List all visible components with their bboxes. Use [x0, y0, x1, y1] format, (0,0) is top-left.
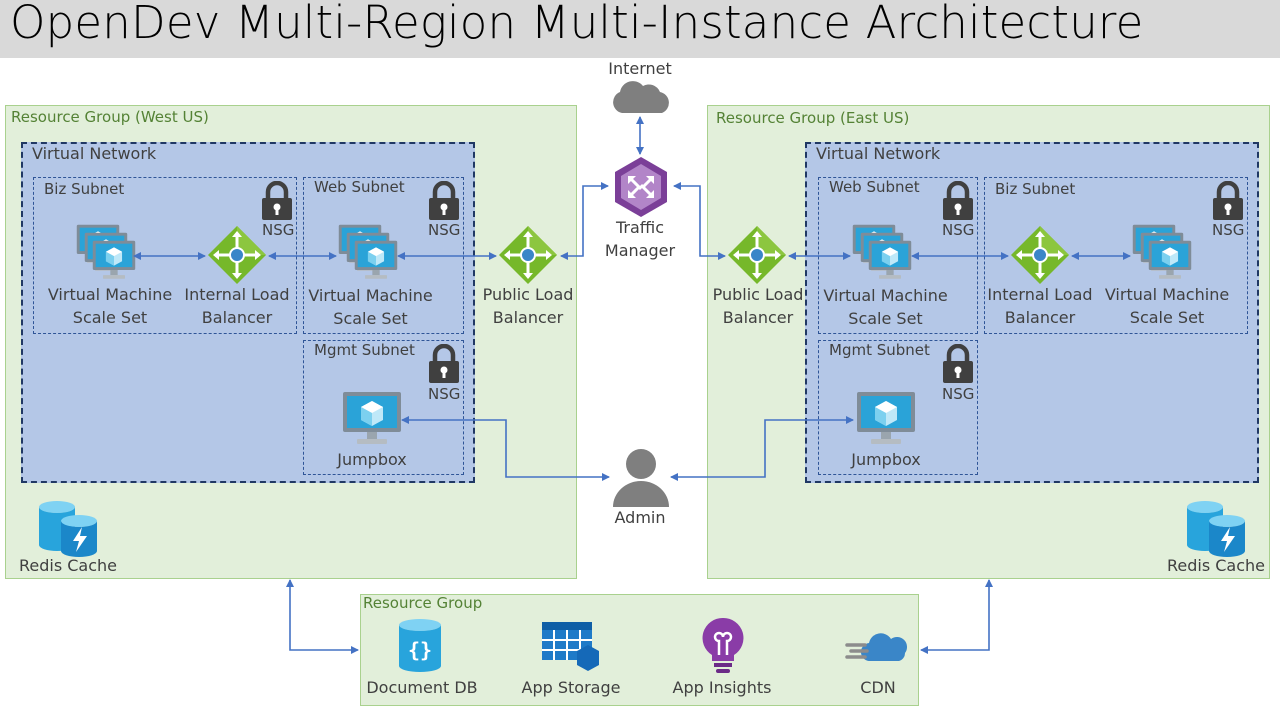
document-db-icon: {} [398, 618, 442, 674]
internal-load-balancer-icon [207, 225, 267, 285]
jumpbox-icon [342, 391, 402, 447]
cdn-icon [845, 631, 907, 663]
mgmt-subnet-west [303, 340, 464, 475]
arrow-west-shared [286, 579, 359, 654]
jumpbox-west-label: Jumpbox [337, 450, 407, 469]
admin-label: Admin [614, 508, 666, 527]
nsg-lock-icon [427, 344, 461, 384]
nsg-lock-icon [941, 181, 975, 221]
nsg-label: NSG [428, 385, 461, 403]
web-subnet-west-label: Web Subnet [314, 178, 405, 196]
biz-subnet-east-label: Biz Subnet [995, 180, 1076, 198]
resource-group-shared [360, 594, 919, 706]
resource-group-shared-label: Resource Group [363, 594, 483, 612]
traffic-manager-icon [610, 156, 672, 218]
biz-subnet-west-label: Biz Subnet [44, 180, 125, 198]
vm-scale-set-icon [338, 224, 402, 284]
mgmt-subnet-west-label: Mgmt Subnet [314, 341, 415, 359]
nsg-lock-icon [260, 181, 294, 221]
redis-cache-icon [1185, 499, 1247, 557]
title-bar [0, 0, 1280, 58]
nsg-lock-icon [1211, 181, 1245, 221]
nsg-lock-icon [427, 181, 461, 221]
nsg-label: NSG [942, 385, 975, 403]
page-title: OpenDev Multi-Region Multi-Instance Arch… [10, 0, 1144, 49]
vm-scale-set-icon [852, 224, 916, 284]
nsg-label: NSG [262, 221, 295, 239]
internet-label: Internet [608, 59, 672, 78]
public-load-balancer-icon [498, 225, 558, 285]
web-subnet-east-label: Web Subnet [829, 178, 920, 196]
nsg-label: NSG [428, 221, 461, 239]
app-insights-icon [702, 617, 744, 675]
virtual-network-east-label: Virtual Network [816, 144, 941, 163]
vm-scale-set-icon [1132, 224, 1196, 284]
svg-text:{}: {} [408, 638, 432, 662]
jumpbox-east-label: Jumpbox [851, 450, 921, 469]
resource-group-east-label: Resource Group (East US) [716, 109, 910, 127]
jumpbox-icon [856, 391, 916, 447]
app-storage-label: App Storage [521, 678, 621, 697]
resource-group-west-label: Resource Group (West US) [11, 108, 209, 126]
app-insights-label: App Insights [672, 678, 772, 697]
cloud-icon [610, 80, 672, 114]
redis-west-label: Redis Cache [18, 556, 118, 575]
nsg-label: NSG [1212, 221, 1245, 239]
document-db-label: Document DB [366, 678, 478, 697]
nsg-label: NSG [942, 221, 975, 239]
public-load-balancer-icon [727, 225, 787, 285]
app-storage-icon [541, 621, 603, 675]
nsg-lock-icon [941, 344, 975, 384]
admin-user-icon [611, 447, 671, 507]
cdn-label: CDN [860, 678, 896, 697]
arrow-east-shared [920, 579, 993, 654]
mgmt-subnet-east [818, 340, 978, 475]
mgmt-subnet-east-label: Mgmt Subnet [829, 341, 930, 359]
redis-cache-icon [37, 499, 99, 557]
redis-east-label: Redis Cache [1166, 556, 1266, 575]
virtual-network-west-label: Virtual Network [32, 144, 157, 163]
internal-load-balancer-icon [1010, 225, 1070, 285]
vm-scale-set-icon [76, 224, 140, 284]
